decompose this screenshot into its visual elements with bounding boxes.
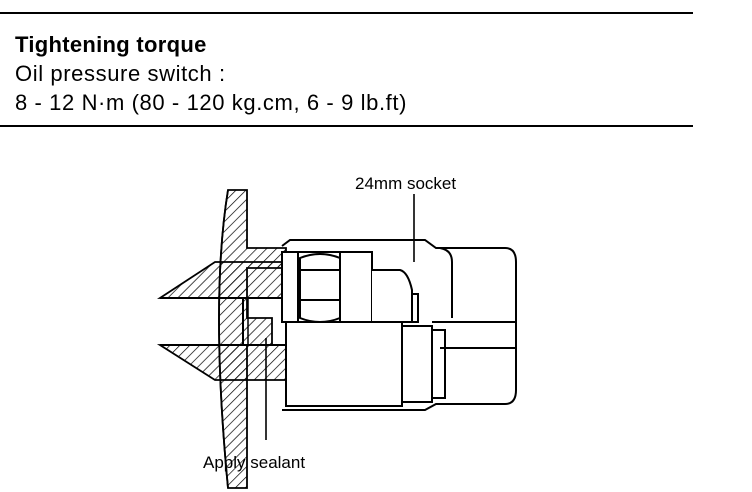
oil-pressure-switch bbox=[281, 251, 446, 407]
spec-title: Tightening torque bbox=[15, 32, 207, 57]
socket-24mm bbox=[281, 230, 517, 411]
engine-block bbox=[218, 189, 287, 489]
bore-walls bbox=[156, 261, 291, 381]
torque-spec: Tightening torque Oil pressure switch : … bbox=[15, 30, 407, 117]
spec-item: Oil pressure switch : bbox=[15, 61, 226, 86]
bottom-rule bbox=[0, 125, 693, 127]
spec-value: 8 - 12 N·m (80 - 120 kg.cm, 6 - 9 lb.ft) bbox=[15, 90, 408, 115]
label-24mm-socket: 24mm socket bbox=[355, 174, 457, 193]
label-apply-sealant: Apply sealant bbox=[203, 453, 306, 472]
top-rule bbox=[0, 12, 693, 14]
